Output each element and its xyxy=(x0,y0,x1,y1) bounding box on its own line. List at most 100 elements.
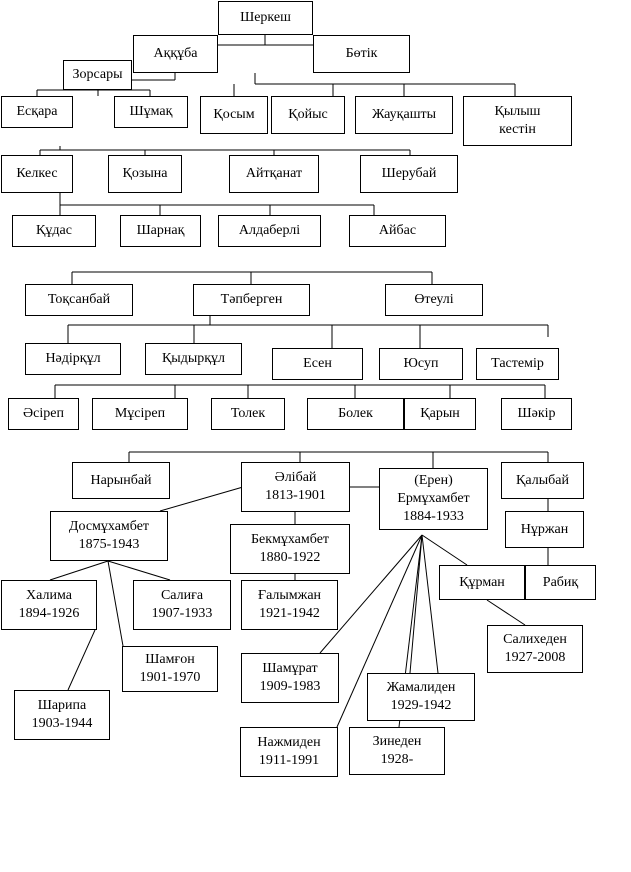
person-yusup: Юсуп xyxy=(379,348,463,380)
person-tolek: Толек xyxy=(211,398,285,430)
connector-line xyxy=(421,534,439,674)
person-line-1: Құдас xyxy=(36,223,72,238)
person-tastemir: Тастемір xyxy=(476,348,559,380)
person-kylysh: Қылыш кестін xyxy=(463,96,572,146)
person-nazhmiden: Нажмиден 1911-1991 xyxy=(240,727,338,777)
person-line-1: Әсіреп xyxy=(23,406,64,421)
person-aitkanat: Айтқанат xyxy=(229,155,319,193)
person-line-2: 1880-1922 xyxy=(259,550,321,565)
person-line-1: Салихеден xyxy=(503,632,567,647)
person-line-2: 1894-1926 xyxy=(18,606,80,621)
person-line-1: Есен xyxy=(303,356,332,371)
connector-line xyxy=(421,534,468,566)
person-line-1: Қарын xyxy=(420,406,460,421)
person-line-2: 1928- xyxy=(380,752,414,767)
person-sherkesh: Шеркеш xyxy=(218,1,313,35)
person-line-1: Зорсары xyxy=(72,67,123,82)
person-karyn: Қарын xyxy=(404,398,476,430)
person-line-1: Құрман xyxy=(459,574,505,590)
person-line-1: Мұсіреп xyxy=(114,406,166,421)
person-line-1: Шұмақ xyxy=(129,104,173,119)
person-line-1: Зинеден xyxy=(372,734,422,749)
person-erenmukhambet: (Ерен) Ермұхамбет 1884-1933 xyxy=(379,468,488,530)
person-line-1: Есқара xyxy=(16,104,58,119)
person-sharnak: Шарнақ xyxy=(120,215,201,247)
person-line-2: 1909-1983 xyxy=(259,679,321,694)
person-line-2: 1929-1942 xyxy=(390,698,452,713)
person-kurman: Құрман xyxy=(439,565,525,600)
person-shakir: Шәкір xyxy=(501,398,572,430)
person-kelkes: Келкес xyxy=(1,155,73,193)
person-line-1: Қылыш xyxy=(494,104,541,119)
person-kozyna: Қозына xyxy=(108,155,182,193)
person-khalima: Халима 1894-1926 xyxy=(1,580,97,630)
person-line-1: Шерубай xyxy=(381,166,437,181)
person-line-1: Салиға xyxy=(160,588,204,603)
person-zhamaliden: Жамалиден 1929-1942 xyxy=(367,673,475,721)
connector-line xyxy=(409,534,423,674)
person-line-1: Шамұрат xyxy=(262,661,318,676)
person-line-1: Юсуп xyxy=(403,356,439,371)
person-line-1: Шәкір xyxy=(517,406,556,421)
person-line-1: Жамалиден xyxy=(386,680,456,695)
person-line-1: Тоқсанбай xyxy=(47,292,111,307)
connector-line xyxy=(107,560,124,647)
person-line-1: Халима xyxy=(26,588,72,603)
person-line-2: кестін xyxy=(499,122,536,137)
connector-line xyxy=(49,560,109,581)
person-line-2: 1875-1943 xyxy=(78,537,140,552)
person-kudas: Құдас xyxy=(12,215,96,247)
person-line-1: Нарынбай xyxy=(90,472,152,488)
person-line-1: Шарнақ xyxy=(136,223,185,238)
person-shumak: Шұмақ xyxy=(114,96,188,128)
person-line-2: Ермұхамбет xyxy=(397,491,470,506)
person-line-1: Ғалымжан xyxy=(257,588,322,603)
person-narynbai: Нарынбай xyxy=(72,462,170,499)
person-line-2: 1903-1944 xyxy=(31,716,93,731)
connector-line xyxy=(107,560,171,581)
person-line-1: Досмұхамбет xyxy=(68,519,150,534)
person-kalybai: Қалыбай xyxy=(501,462,584,499)
person-line-1: Толек xyxy=(230,406,266,421)
person-line-1: Нажмиден xyxy=(257,735,321,750)
person-line-1: Тастемір xyxy=(491,356,544,371)
person-line-1: Қыдырқұл xyxy=(161,351,226,366)
person-saliga: Салиға 1907-1933 xyxy=(133,580,231,630)
person-line-2: 1921-1942 xyxy=(259,606,320,621)
person-zorsary: Зорсары xyxy=(63,60,132,90)
person-koiys: Қойыс xyxy=(271,96,345,134)
person-sharipa: Шарипа 1903-1944 xyxy=(14,690,110,740)
person-botik: Бөтік xyxy=(313,35,410,73)
person-line-1: Жауқашты xyxy=(371,107,437,122)
person-nurzhan: Нұржан xyxy=(505,511,584,548)
person-asirep: Әсіреп xyxy=(8,398,79,430)
person-line-1: Айбас xyxy=(378,223,417,238)
person-line-1: Шарипа xyxy=(37,698,87,713)
person-bolek: Болек xyxy=(307,398,404,430)
person-eskara: Есқара xyxy=(1,96,73,128)
person-line-2: 1813-1901 xyxy=(265,488,326,503)
person-line-2: 1911-1991 xyxy=(258,753,320,768)
person-zhaukashty: Жауқашты xyxy=(355,96,453,134)
person-line-1: Өтеулі xyxy=(414,292,454,307)
person-line-1: Рабиқ xyxy=(542,574,579,590)
person-aibas: Айбас xyxy=(349,215,446,247)
person-kosym: Қосым xyxy=(200,96,268,134)
person-line-1: (Ерен) xyxy=(414,473,453,488)
connector-line xyxy=(486,599,526,626)
person-kydyrkul: Қыдырқұл xyxy=(145,343,242,375)
person-line-1: Айтқанат xyxy=(245,166,303,181)
person-aldaberli: Алдаберлі xyxy=(218,215,321,247)
person-line-1: Аққұба xyxy=(153,46,198,61)
person-line-1: Қосым xyxy=(213,107,255,122)
person-nadirkul: Нәдірқұл xyxy=(25,343,121,375)
person-line-3: 1884-1933 xyxy=(403,509,464,524)
person-line-1: Нұржан xyxy=(520,521,569,537)
person-line-2: 1907-1933 xyxy=(151,606,213,621)
person-toksanbai: Тоқсанбай xyxy=(25,284,133,316)
